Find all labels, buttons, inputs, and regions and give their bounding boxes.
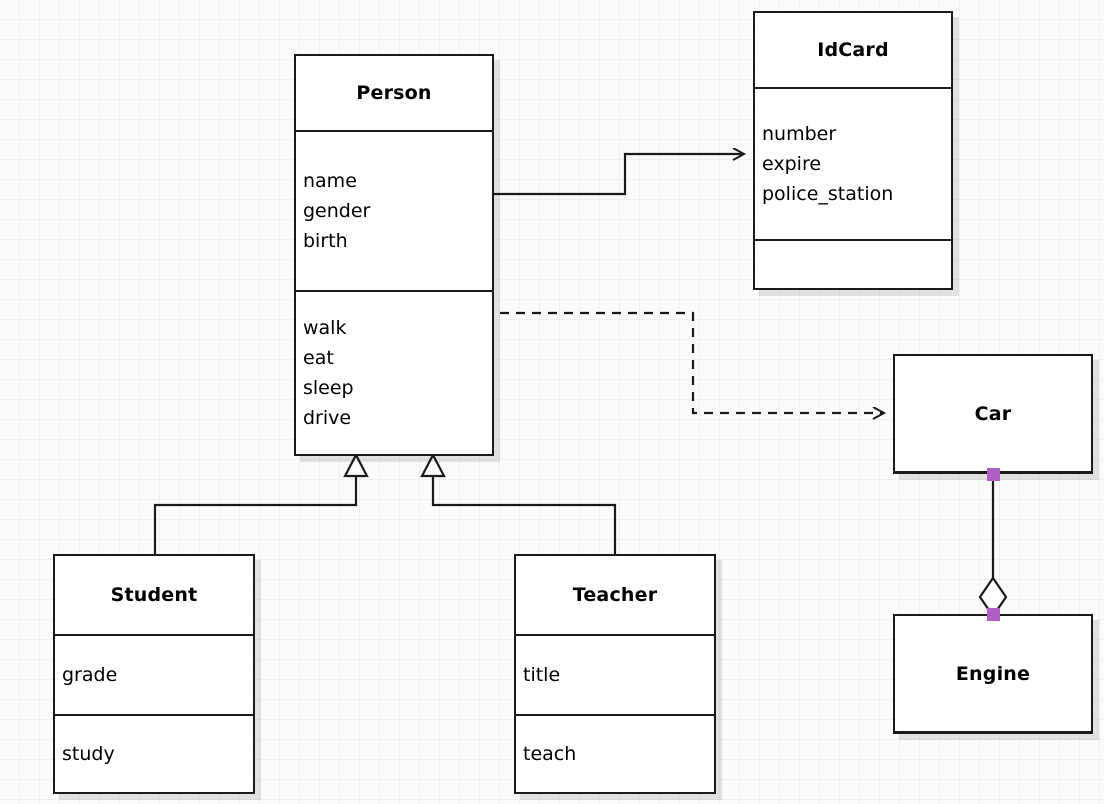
class-box-student[interactable]: Student grade study <box>53 554 255 794</box>
method-item: study <box>62 743 115 765</box>
class-name-idcard: IdCard <box>817 39 889 61</box>
class-name-car: Car <box>974 402 1012 425</box>
method-item: teach <box>523 743 577 765</box>
attribute-item: police_station <box>762 183 894 205</box>
attribute-item: name <box>303 170 357 192</box>
attributes-person: name gender birth <box>296 130 492 290</box>
connector-endpoint-handle-car[interactable] <box>987 468 1000 481</box>
connector-person-idcard[interactable] <box>494 154 744 196</box>
attributes-student: grade <box>55 634 253 714</box>
attribute-item: gender <box>303 200 371 222</box>
attribute-item: expire <box>762 153 822 175</box>
attributes-idcard: number expire police_station <box>755 87 951 239</box>
connector-endpoint-handle-engine[interactable] <box>987 608 1000 621</box>
method-item: eat <box>303 347 334 369</box>
connector-teacher-person[interactable] <box>420 452 617 554</box>
class-name-teacher: Teacher <box>572 584 658 606</box>
class-name-engine: Engine <box>955 662 1031 685</box>
class-box-engine[interactable]: Engine <box>893 614 1093 734</box>
methods-idcard <box>755 239 951 288</box>
class-box-teacher[interactable]: Teacher title teach <box>514 554 716 794</box>
methods-person: walk eat sleep drive <box>296 290 492 454</box>
attributes-teacher: title <box>516 634 714 714</box>
class-box-car[interactable]: Car <box>893 354 1093 474</box>
attribute-item: birth <box>303 230 348 252</box>
method-item: sleep <box>303 377 354 399</box>
class-box-person[interactable]: Person name gender birth walk eat sleep … <box>294 54 494 456</box>
attribute-item: number <box>762 123 837 145</box>
class-box-idcard[interactable]: IdCard number expire police_station <box>753 11 953 290</box>
attribute-item: grade <box>62 664 118 686</box>
methods-student: study <box>55 714 253 792</box>
connector-person-car[interactable] <box>500 311 884 413</box>
attribute-item: title <box>523 664 561 686</box>
connector-student-person[interactable] <box>153 452 369 554</box>
method-item: drive <box>303 407 352 429</box>
class-name-student: Student <box>110 584 198 606</box>
class-name-person: Person <box>356 82 432 104</box>
methods-teacher: teach <box>516 714 714 792</box>
connector-car-engine[interactable] <box>978 474 1008 618</box>
method-item: walk <box>303 317 347 339</box>
